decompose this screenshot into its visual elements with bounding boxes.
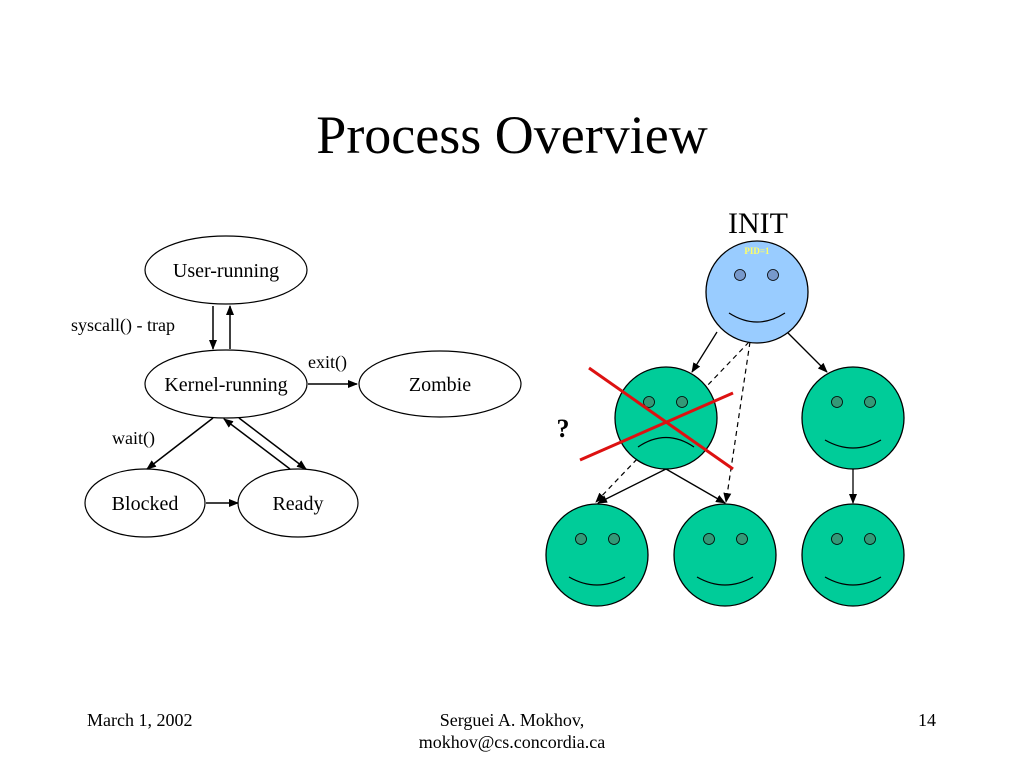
- edge-dashed-init-to-grandchild-2: [723, 341, 751, 503]
- edge-init-to-child-right: [786, 331, 828, 373]
- state-user-running: User-running: [144, 235, 308, 305]
- init-pid-label: PID=1: [744, 246, 770, 256]
- arrow-kernel-to-blocked: [146, 417, 214, 470]
- footer-author-email: mokhov@cs.concordia.ca: [418, 732, 606, 752]
- label-wait: wait(): [112, 428, 155, 449]
- footer-date: March 1, 2002: [87, 710, 193, 730]
- state-ready-label: Ready: [272, 493, 323, 515]
- state-zombie-label: Zombie: [409, 374, 471, 396]
- slide-title: Process Overview: [316, 105, 708, 165]
- state-blocked-label: Blocked: [112, 493, 179, 515]
- process-node-child-right: [801, 366, 905, 470]
- cross-mark-line-1: [588, 366, 734, 471]
- orphan-question-mark: ?: [557, 414, 570, 443]
- state-user-running-label: User-running: [173, 260, 279, 282]
- process-node-grandchild-1: [545, 503, 649, 607]
- edge-init-to-child-left: [691, 331, 718, 373]
- process-node-terminated: [614, 366, 718, 470]
- footer-author: Serguei A. Mokhov, mokhov@cs.concordia.c…: [0, 709, 1024, 753]
- label-exit: exit(): [308, 352, 347, 373]
- edge-dead-to-grandchild-2: [665, 468, 726, 504]
- arrow-ready-to-kernel: [223, 418, 291, 470]
- edge-dead-to-grandchild-1: [597, 468, 667, 504]
- process-node-init: PID=1: [705, 240, 809, 344]
- label-syscall-trap: syscall() - trap: [71, 315, 175, 336]
- init-label: INIT: [728, 207, 788, 240]
- state-kernel-running-label: Kernel-running: [164, 374, 287, 396]
- state-zombie: Zombie: [358, 350, 522, 418]
- footer-author-name: Serguei A. Mokhov,: [439, 710, 585, 730]
- footer-page-number: 14: [918, 710, 936, 730]
- state-kernel-running: Kernel-running: [144, 349, 308, 419]
- state-ready: Ready: [237, 468, 359, 538]
- cross-mark-line-2: [579, 391, 734, 462]
- state-diagram: User-running Kernel-running Zombie Block…: [71, 235, 522, 538]
- process-node-grandchild-2: [673, 503, 777, 607]
- arrow-kernel-to-ready: [238, 417, 307, 470]
- process-tree: INIT PID=1 ?: [545, 207, 905, 607]
- state-blocked: Blocked: [84, 468, 206, 538]
- process-node-grandchild-3: [801, 503, 905, 607]
